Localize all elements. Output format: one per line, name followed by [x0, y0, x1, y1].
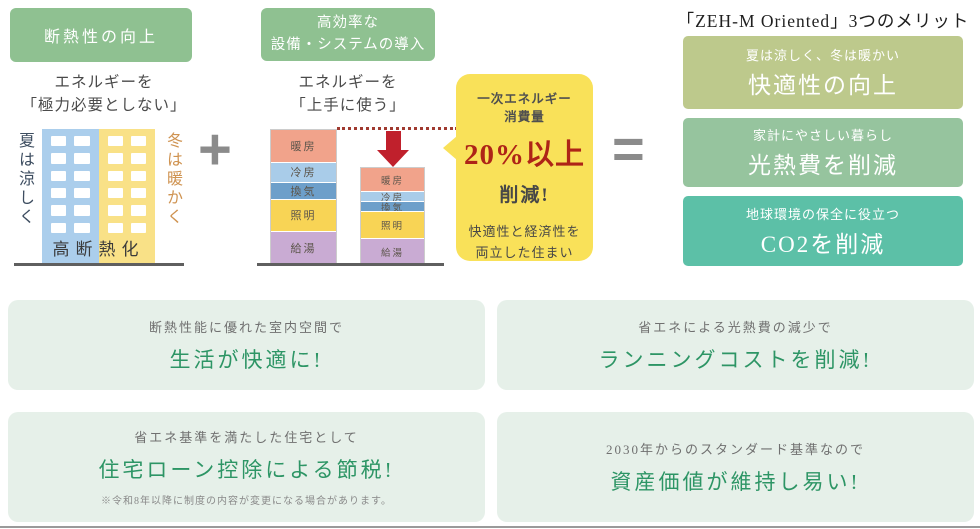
benefit-card-comfort: 断熱性能に優れた室内空間で 生活が快適に!: [8, 300, 485, 390]
window: [51, 153, 67, 164]
window: [74, 187, 90, 199]
window: [51, 170, 67, 181]
bar-segment-換気: 換気: [361, 202, 424, 212]
building-summer-half: [42, 129, 99, 264]
building-illustration: 高断熱化: [42, 129, 155, 264]
bar-segment-冷房: 冷房: [271, 162, 336, 183]
bar-segment-暖房: 暖房: [271, 130, 336, 163]
bar-segment-換気: 換気: [271, 182, 336, 200]
benefit-card-asset-value: 2030年からのスタンダード基準なので 資産価値が維持し易い!: [497, 412, 974, 522]
card-title: 生活が快適に!: [169, 347, 324, 372]
bar-segment-暖房: 暖房: [361, 168, 424, 193]
window: [74, 136, 90, 147]
window: [74, 205, 90, 216]
bar-segment-冷房: 冷房: [361, 192, 424, 203]
benefit-card-running-cost: 省エネによる光熱費の減少で ランニングコストを削減!: [497, 300, 974, 390]
window: [74, 153, 90, 164]
building-windows: [99, 129, 156, 233]
window: [130, 205, 146, 216]
merit-co2: 地球環境の保全に役立つ CO2を削減: [683, 196, 963, 266]
window: [51, 205, 67, 216]
reduction-arrow-head: [377, 150, 409, 167]
card-subtitle: 2030年からのスタンダード基準なので: [605, 441, 865, 457]
window: [107, 205, 123, 216]
card-title: 資産価値が維持し易い!: [610, 469, 861, 494]
card-title: 住宅ローン控除による節税!: [98, 458, 395, 482]
card-subtitle: 省エネによる光熱費の減少で: [638, 319, 833, 335]
card-subtitle: 省エネ基準を満たした住宅として: [134, 430, 359, 445]
baseline-dotted-line: [337, 127, 458, 130]
window: [107, 153, 123, 164]
lead-line-2: 「極力必要としない」: [21, 97, 187, 115]
bubble-subtitle: 一次エネルギー消費量: [477, 92, 572, 124]
bottom-edge-line: [0, 526, 980, 528]
equals-operator: =: [612, 117, 645, 180]
window: [74, 170, 90, 181]
bar-segment-給湯: 給湯: [361, 239, 424, 266]
bar-segment-照明: 照明: [361, 211, 424, 239]
building-winter-half: [98, 129, 156, 264]
reduction-arrow: [386, 131, 401, 152]
energy-bar-baseline: 暖房冷房換気照明給湯: [270, 129, 337, 266]
ground-line-middle: [257, 263, 444, 266]
bar-segment-照明: 照明: [271, 199, 336, 232]
winter-warm-label: 冬は暖かく: [164, 132, 181, 227]
high-insulation-caption: 高断熱化: [52, 240, 145, 259]
card-subtitle: 断熱性能に優れた室内空間で: [148, 319, 344, 335]
insulation-badge: 断熱性の向上: [10, 8, 192, 62]
window: [107, 222, 123, 233]
window: [107, 170, 123, 181]
window: [51, 136, 67, 147]
reduction-percentage: 20%以上: [463, 139, 585, 171]
window: [130, 153, 146, 164]
badge-line-1: 高効率な: [316, 15, 379, 32]
window: [130, 187, 146, 199]
merit-comfort: 夏は涼しく、冬は暖かい 快適性の向上: [683, 36, 963, 109]
bubble-tagline: 快適性と経済性を両立した住まい: [468, 224, 581, 261]
merit-title: 光熱費を削減: [748, 153, 898, 178]
merit-title: CO2を削減: [760, 231, 886, 257]
card-title: ランニングコストを削減!: [598, 347, 873, 372]
building-windows: [42, 129, 99, 233]
merit-utility-cost: 家計にやさしい暮らし 光熱費を削減: [683, 118, 963, 187]
plus-operator: +: [198, 117, 232, 182]
merit-subtitle: 家計にやさしい暮らし: [752, 128, 893, 143]
ground-line-left: [14, 263, 184, 266]
lead-line-1: エネルギーを: [54, 74, 154, 91]
merit-title: 快適性の向上: [748, 73, 898, 98]
efficiency-lead-text: エネルギーを 「上手に使う」: [252, 71, 444, 118]
lead-line-1: エネルギーを: [298, 74, 398, 91]
energy-bar-reduced: 暖房冷房換気照明給湯: [360, 167, 425, 266]
window: [107, 187, 123, 199]
merit-subtitle: 夏は涼しく、冬は暖かい: [745, 48, 900, 63]
window: [130, 222, 146, 233]
window: [51, 187, 67, 199]
benefit-card-tax: 省エネ基準を満たした住宅として 住宅ローン控除による節税! ※令和8年以降に制度…: [8, 412, 485, 522]
window: [74, 222, 90, 233]
merit-subtitle: 地球環境の保全に役立つ: [745, 206, 900, 222]
bubble-tail: [443, 136, 457, 160]
efficient-systems-badge: 高効率な 設備・システムの導入: [261, 8, 435, 61]
badge-line-2: 設備・システムの導入: [270, 36, 426, 53]
bar-segment-給湯: 給湯: [271, 231, 336, 266]
window: [130, 170, 146, 181]
reduction-callout-bubble: 一次エネルギー消費量 20%以上 削減! 快適性と経済性を両立した住まい: [443, 74, 593, 261]
lead-line-2: 「上手に使う」: [290, 97, 406, 115]
window: [130, 136, 146, 147]
insulation-lead-text: エネルギーを 「極力必要としない」: [0, 71, 208, 118]
window: [107, 136, 123, 147]
summer-cool-label: 夏は涼しく: [16, 132, 33, 227]
window: [51, 222, 67, 233]
zeh-merits-title: 「ZEH-M Oriented」3つのメリット: [676, 11, 970, 31]
reduction-word: 削減!: [499, 185, 550, 206]
card-footnote: ※令和8年以降に制度の内容が変更になる場合があります。: [101, 496, 392, 507]
